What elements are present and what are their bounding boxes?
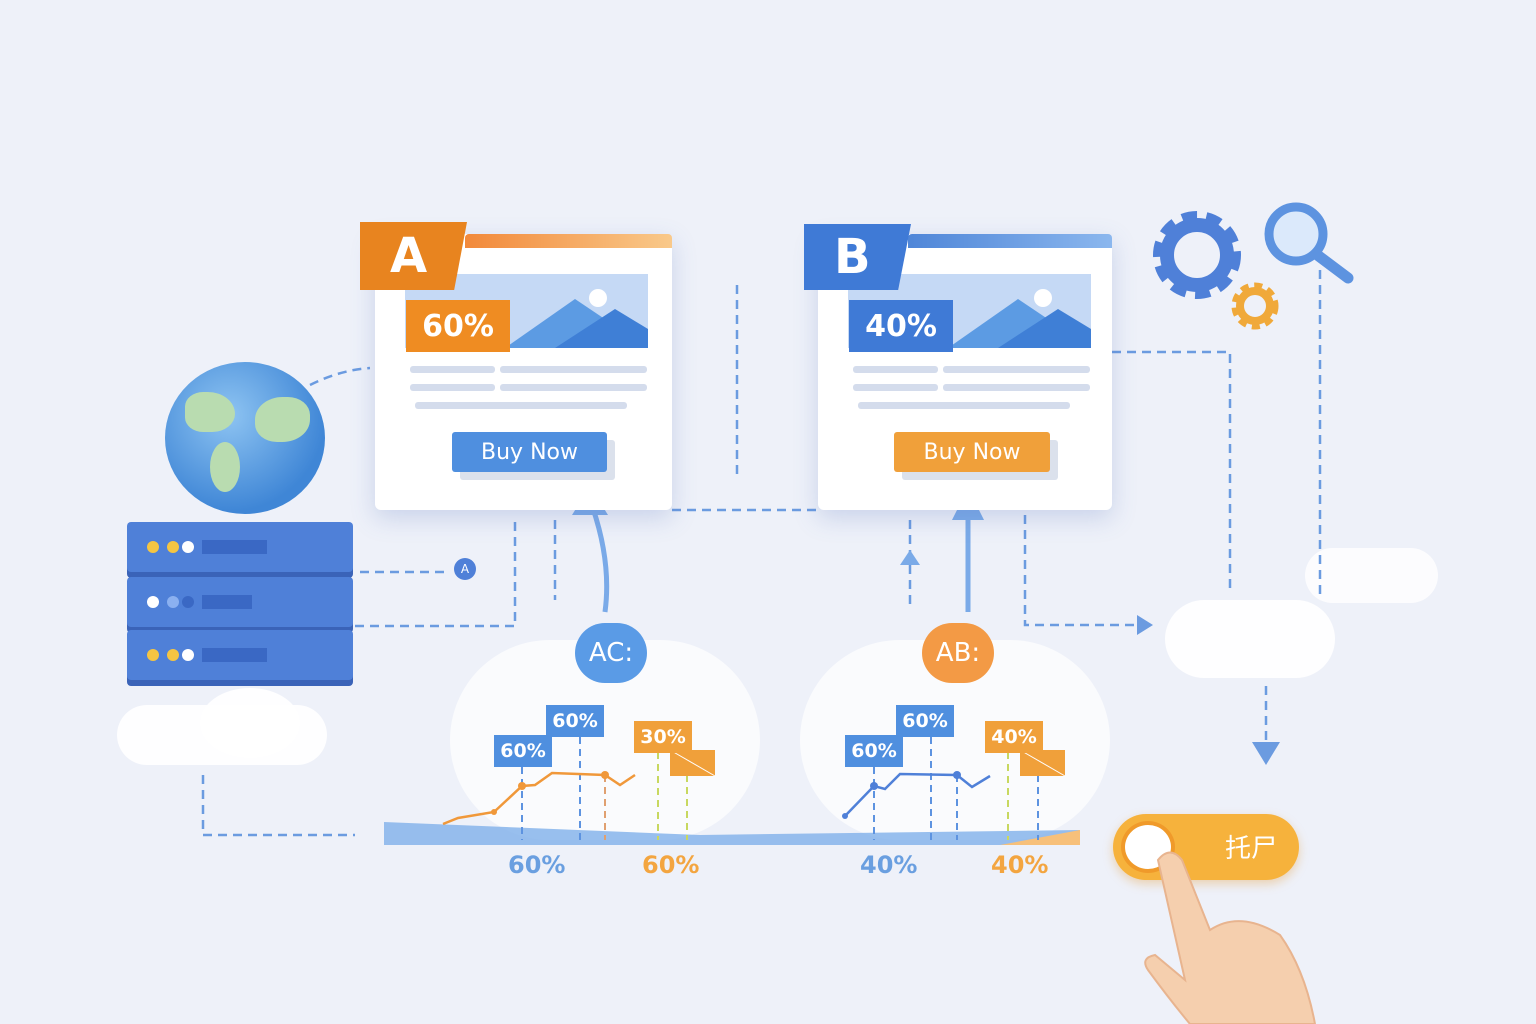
tag: 60% xyxy=(845,735,903,767)
result-label: 40% xyxy=(991,851,1049,879)
variant-a-label: A xyxy=(360,222,467,290)
chart-area-orange xyxy=(1000,830,1080,845)
result-label: 60% xyxy=(642,851,700,879)
tag: 60% xyxy=(494,735,552,767)
cloud xyxy=(1165,600,1335,678)
gear-icon xyxy=(1153,211,1279,330)
chart-area xyxy=(384,822,1080,845)
hand-pointer-icon xyxy=(1144,851,1317,1024)
search-icon xyxy=(1264,202,1354,284)
variant-a-badge: AC: xyxy=(575,623,647,683)
tag: 60% xyxy=(896,705,954,737)
variant-b-badge: AB: xyxy=(922,623,994,683)
toggle-switch[interactable]: 托尸 xyxy=(1113,814,1299,880)
cloud xyxy=(1305,548,1438,603)
toggle-label: 托尸 xyxy=(1225,834,1278,864)
tag: 40% xyxy=(985,721,1043,753)
cloud xyxy=(200,688,300,758)
globe-icon xyxy=(165,362,325,514)
buy-now-button-b[interactable]: Buy Now xyxy=(894,432,1050,472)
series-a-line xyxy=(442,771,636,826)
result-label: 40% xyxy=(860,851,918,879)
result-label: 60% xyxy=(508,851,566,879)
variant-b-percent: 40% xyxy=(849,300,953,352)
variant-a-percent: 60% xyxy=(406,300,510,352)
user-a-icon: A xyxy=(454,558,476,580)
series-b-line xyxy=(844,772,991,817)
variant-b-label: B xyxy=(804,224,911,290)
variant-a-card: Buy Now xyxy=(375,234,672,510)
tag: 60% xyxy=(546,705,604,737)
buy-now-button-a[interactable]: Buy Now xyxy=(452,432,607,472)
tag: 30% xyxy=(634,721,692,753)
